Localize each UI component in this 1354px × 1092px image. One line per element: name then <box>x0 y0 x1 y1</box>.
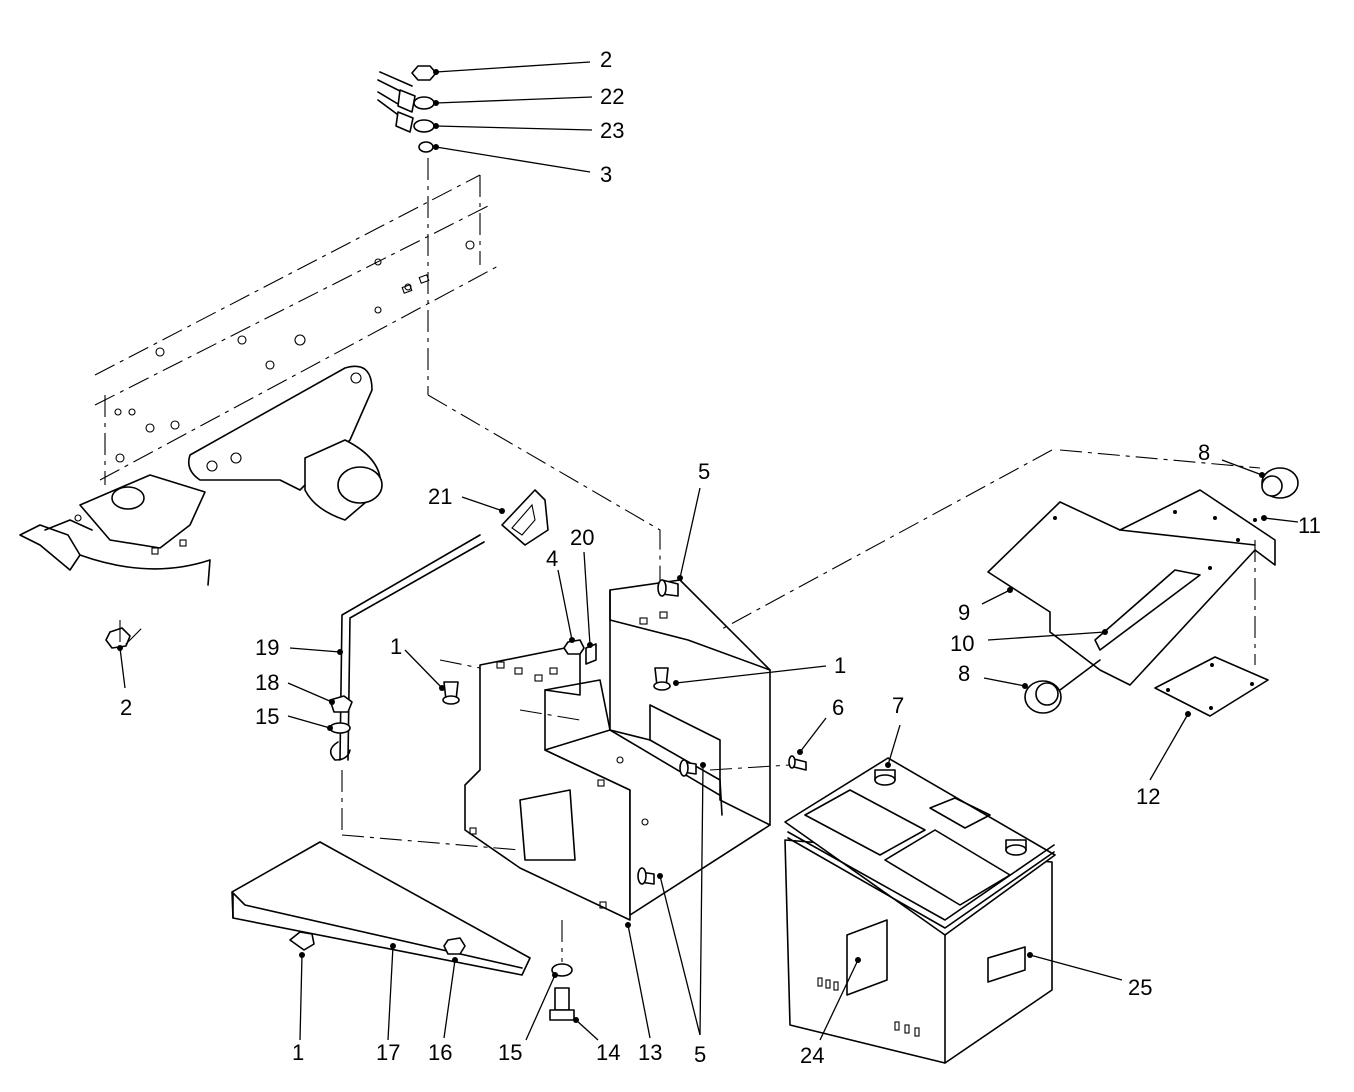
callout-22: 22 <box>600 84 624 109</box>
callout-3: 3 <box>600 162 612 187</box>
callout-13: 13 <box>638 1040 662 1065</box>
callout-12: 12 <box>1136 784 1160 809</box>
callout-14: 14 <box>596 1040 620 1065</box>
battery-tray-13 <box>439 579 771 921</box>
callout-23: 23 <box>600 118 624 143</box>
callout-15-left: 15 <box>255 704 279 729</box>
callout-9: 9 <box>958 600 970 625</box>
callout-11: 11 <box>1298 513 1321 538</box>
cover-17 <box>231 834 531 976</box>
callout-6: 6 <box>832 695 844 720</box>
callout-15-bottom: 15 <box>498 1040 522 1065</box>
knob-8-upper <box>1253 467 1299 522</box>
battery-7 <box>784 757 1056 1064</box>
callout-2-lower: 2 <box>120 695 132 720</box>
callout-5-bottom: 5 <box>694 1042 706 1067</box>
callout-16: 16 <box>428 1040 452 1065</box>
plate-12 <box>1154 656 1269 717</box>
clip-21 <box>501 489 549 546</box>
callout-10: 10 <box>950 631 974 656</box>
callout-17: 17 <box>376 1040 400 1065</box>
tray-fasteners <box>442 579 807 885</box>
knob-8-lower <box>1024 659 1101 714</box>
leader-lines <box>117 61 1299 1041</box>
callout-25: 25 <box>1128 975 1152 1000</box>
callout-labels: 2 22 23 3 21 5 20 4 19 18 15 2 1 1 6 7 8… <box>120 47 1321 1068</box>
rod-19 <box>329 534 485 835</box>
callout-19: 19 <box>255 635 279 660</box>
callout-2-top: 2 <box>600 47 612 72</box>
callout-7: 7 <box>892 693 904 718</box>
bolt-14-washer-15 <box>549 920 575 1021</box>
callout-21: 21 <box>428 484 452 509</box>
callout-20: 20 <box>570 525 594 550</box>
callout-24: 24 <box>800 1043 824 1068</box>
front-bracket <box>19 365 383 586</box>
callout-8-upper: 8 <box>1198 440 1210 465</box>
callout-8-lower: 8 <box>958 661 970 686</box>
callout-18: 18 <box>255 670 279 695</box>
battery-cover-9 <box>719 449 1276 686</box>
frame-rails <box>94 174 501 485</box>
callout-5-upper: 5 <box>698 459 710 484</box>
callout-1-tray: 1 <box>390 634 402 659</box>
callout-4: 4 <box>546 546 558 571</box>
cable-terminal-stack <box>377 65 661 590</box>
callout-1-bottom: 1 <box>292 1040 304 1065</box>
callout-1-right: 1 <box>834 653 846 678</box>
nut-2-lower <box>105 620 146 652</box>
